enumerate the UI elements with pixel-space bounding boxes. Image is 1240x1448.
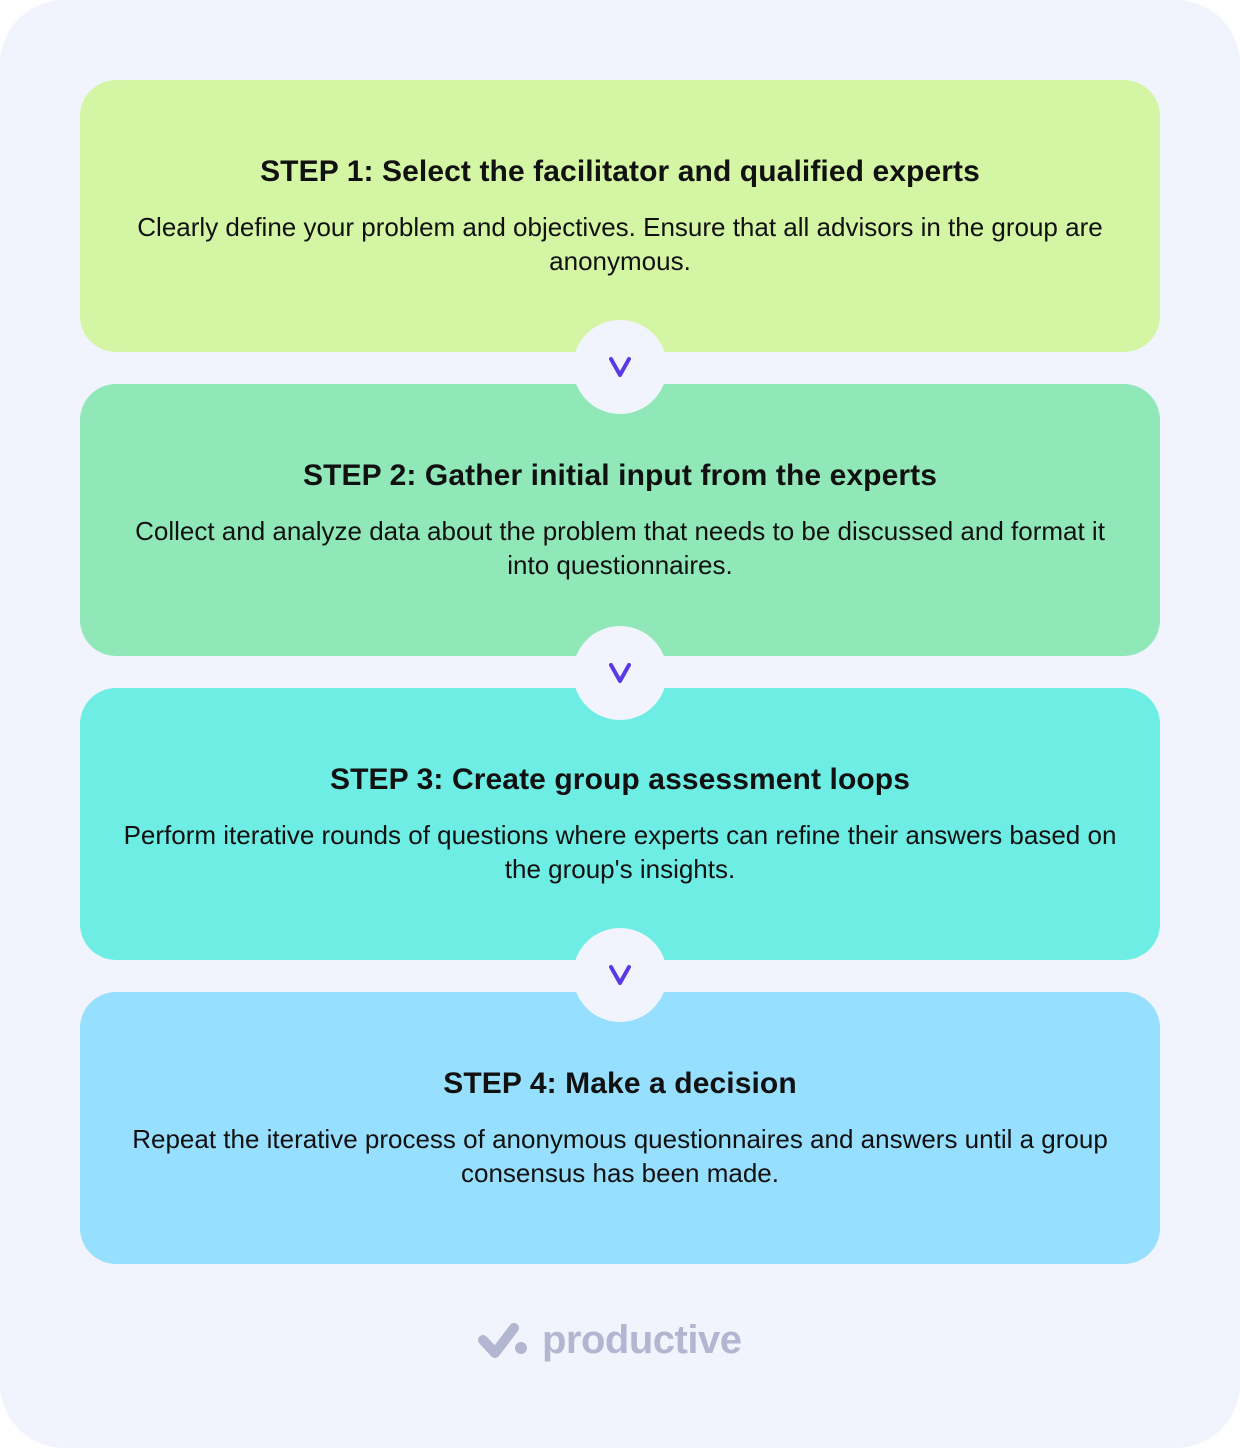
connector-3 [573, 928, 667, 1022]
brand-name: productive [542, 1318, 742, 1362]
step-3-card: STEP 3: Create group assessment loops Pe… [80, 688, 1160, 960]
step-3-title: STEP 3: Create group assessment loops [330, 763, 910, 796]
step-2-card: STEP 2: Gather initial input from the ex… [80, 384, 1160, 656]
step-3-description: Perform iterative rounds of questions wh… [123, 820, 1117, 884]
chevron-down-icon [609, 965, 631, 985]
connector-2 [573, 626, 667, 720]
step-2-description: Collect and analyze data about the probl… [135, 516, 1105, 580]
chevron-down-icon [609, 663, 631, 683]
checkmark-logo-icon [478, 1323, 527, 1358]
step-1-card: STEP 1: Select the facilitator and quali… [80, 80, 1160, 352]
step-1-title: STEP 1: Select the facilitator and quali… [260, 155, 980, 188]
step-4-card: STEP 4: Make a decision Repeat the itera… [80, 992, 1160, 1264]
chevron-down-icon [609, 357, 631, 377]
step-1-description: Clearly define your problem and objectiv… [137, 212, 1103, 276]
step-2-title: STEP 2: Gather initial input from the ex… [302, 459, 938, 492]
brand-logo: productive [478, 1318, 742, 1362]
step-4-description: Repeat the iterative process of anonymou… [132, 1124, 1108, 1188]
connector-1 [573, 320, 667, 414]
step-4-title: STEP 4: Make a decision [443, 1067, 797, 1100]
